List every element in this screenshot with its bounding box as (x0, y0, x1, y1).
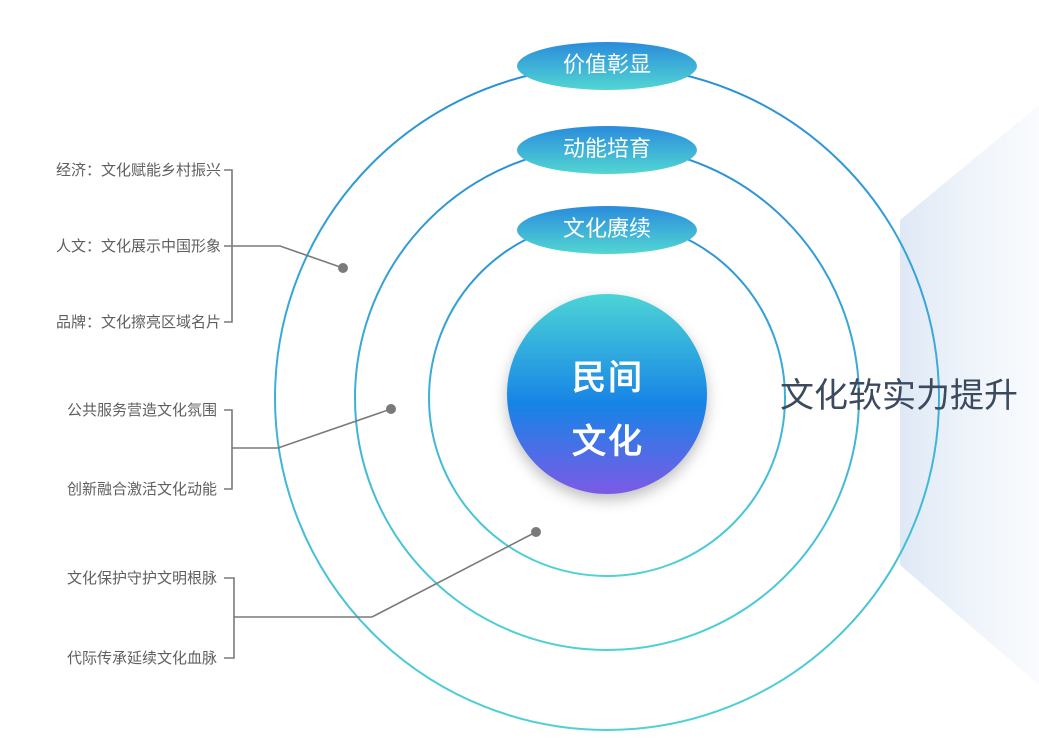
ring-label-outer: 价值彰显 (562, 53, 651, 78)
group-2-item-1: 公共服务营造文化氛围 (66, 401, 217, 419)
group-3-item-1: 文化保护守护文明根脉 (66, 569, 217, 587)
core-circle (507, 294, 707, 494)
ring-pill-middle (517, 126, 697, 174)
core-label-line-2: 文化 (572, 422, 644, 462)
ring-pill-outer (517, 42, 697, 90)
group-1-item-3: 品牌：文化擦亮区域名片 (55, 313, 221, 331)
connector-group-3 (224, 531, 537, 659)
ring-pill-inner (517, 206, 697, 254)
highlight-beam (900, 105, 1039, 685)
headline: 文化软实力提升 (780, 376, 1018, 416)
group-1-item-2: 人文：文化展示中国形象 (55, 237, 221, 255)
connector-dot-2 (386, 404, 396, 414)
core-label-line-1: 民间 (572, 358, 644, 398)
ring-label-middle: 动能培育 (562, 137, 651, 162)
ring-label-inner: 文化赓续 (562, 217, 651, 242)
group-3-item-2: 代际传承延续文化血脉 (66, 649, 217, 667)
connector-group-1 (224, 169, 344, 323)
group-2-item-2: 创新融合激活文化动能 (66, 480, 217, 498)
connector-dot-1 (338, 263, 348, 273)
group-1-item-1: 经济：文化赋能乡村振兴 (55, 161, 221, 179)
connector-dot-3 (531, 527, 541, 537)
connector-group-2 (224, 408, 392, 490)
